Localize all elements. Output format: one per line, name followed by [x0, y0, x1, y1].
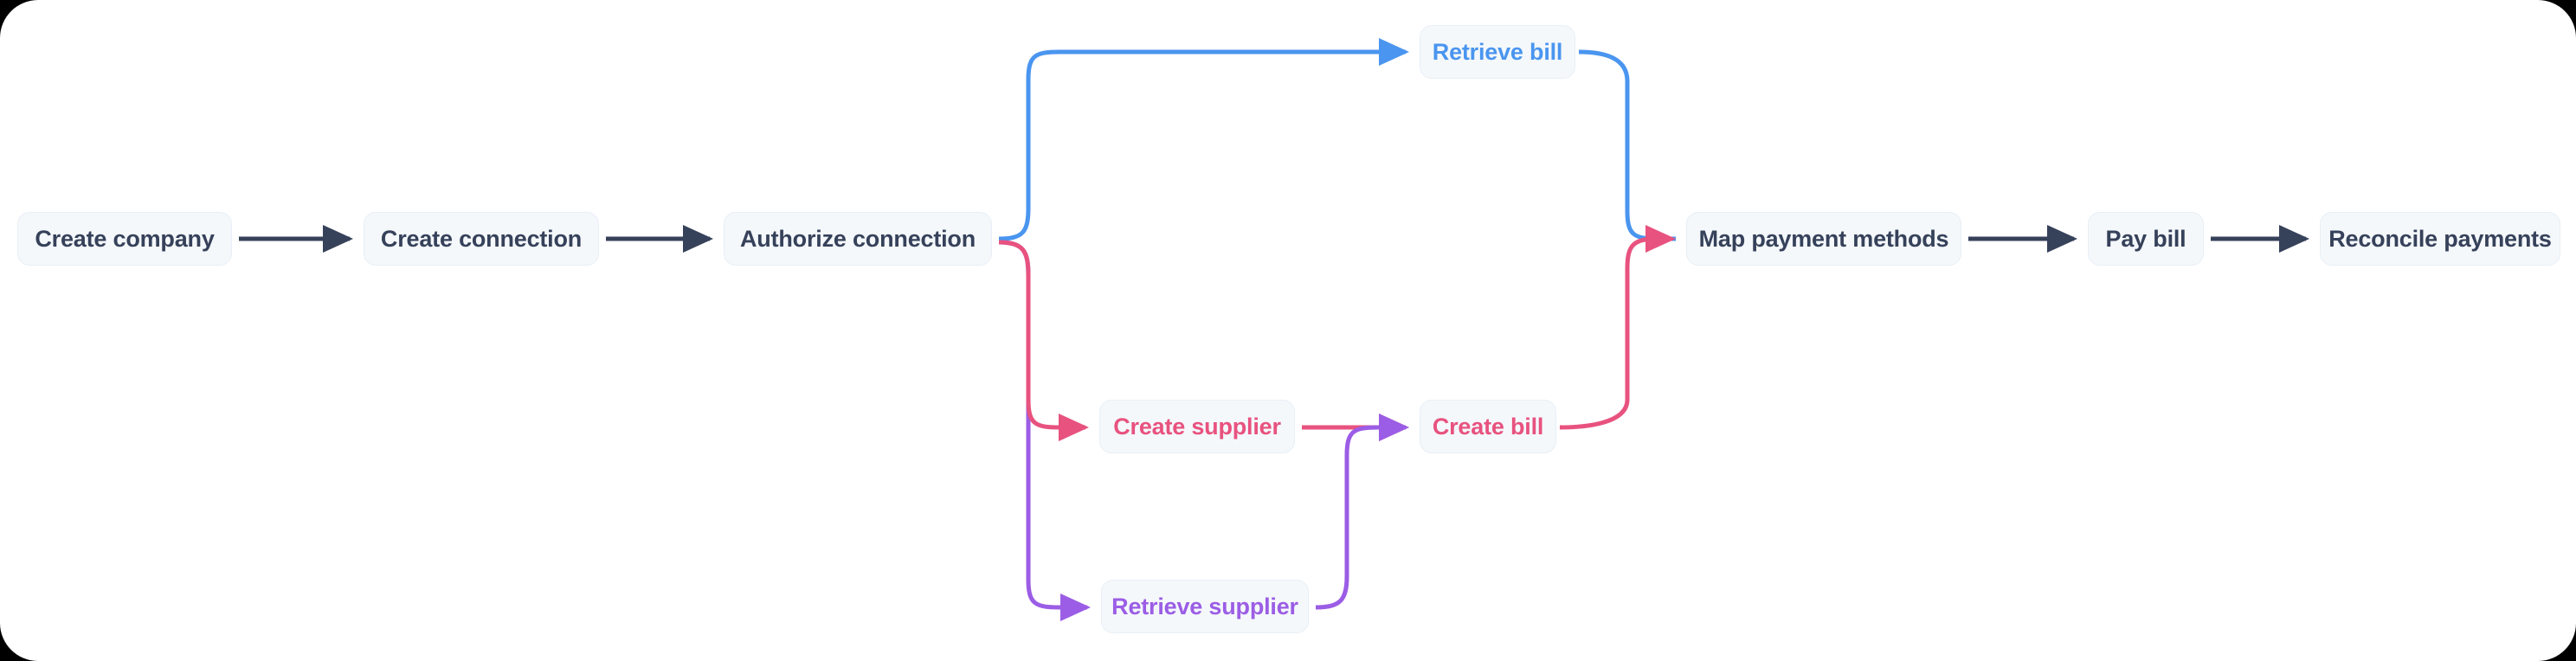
- node-retrieve-bill[interactable]: Retrieve bill: [1420, 25, 1575, 79]
- edge-retrieve-supplier-to-create-bill: [1315, 413, 1410, 610]
- edge-retrieve-bill-to-map-payment-methods: [1578, 49, 1676, 241]
- node-label: Pay bill: [2105, 225, 2186, 252]
- node-label: Map payment methods: [1698, 225, 1949, 252]
- node-create-bill[interactable]: Create bill: [1420, 400, 1556, 453]
- node-label: Retrieve supplier: [1111, 593, 1298, 619]
- node-label: Create bill: [1432, 413, 1544, 440]
- node-label: Create supplier: [1113, 413, 1281, 440]
- node-retrieve-supplier[interactable]: Retrieve supplier: [1101, 580, 1309, 633]
- node-label: Retrieve bill: [1432, 38, 1563, 65]
- node-authorize-connection[interactable]: Authorize connection: [724, 212, 992, 266]
- node-label: Create company: [35, 225, 215, 252]
- node-label: Authorize connection: [740, 225, 976, 252]
- node-reconcile-payments[interactable]: Reconcile payments: [2320, 212, 2560, 266]
- edge-create-bill-to-map-payment-methods: [1559, 224, 1677, 430]
- node-create-connection[interactable]: Create connection: [364, 212, 599, 266]
- edge-authorize-connection-to-retrieve-bill: [998, 37, 1410, 241]
- node-pay-bill[interactable]: Pay bill: [2088, 212, 2204, 266]
- node-create-company[interactable]: Create company: [17, 212, 232, 266]
- edge-authorize-connection-to-retrieve-supplier: [998, 240, 1092, 621]
- node-map-payment-methods[interactable]: Map payment methods: [1686, 212, 1961, 266]
- node-label: Reconcile payments: [2328, 225, 2552, 252]
- node-create-supplier[interactable]: Create supplier: [1099, 400, 1295, 453]
- edge-authorize-connection-to-create-supplier: [998, 240, 1090, 441]
- node-label: Create connection: [380, 225, 583, 252]
